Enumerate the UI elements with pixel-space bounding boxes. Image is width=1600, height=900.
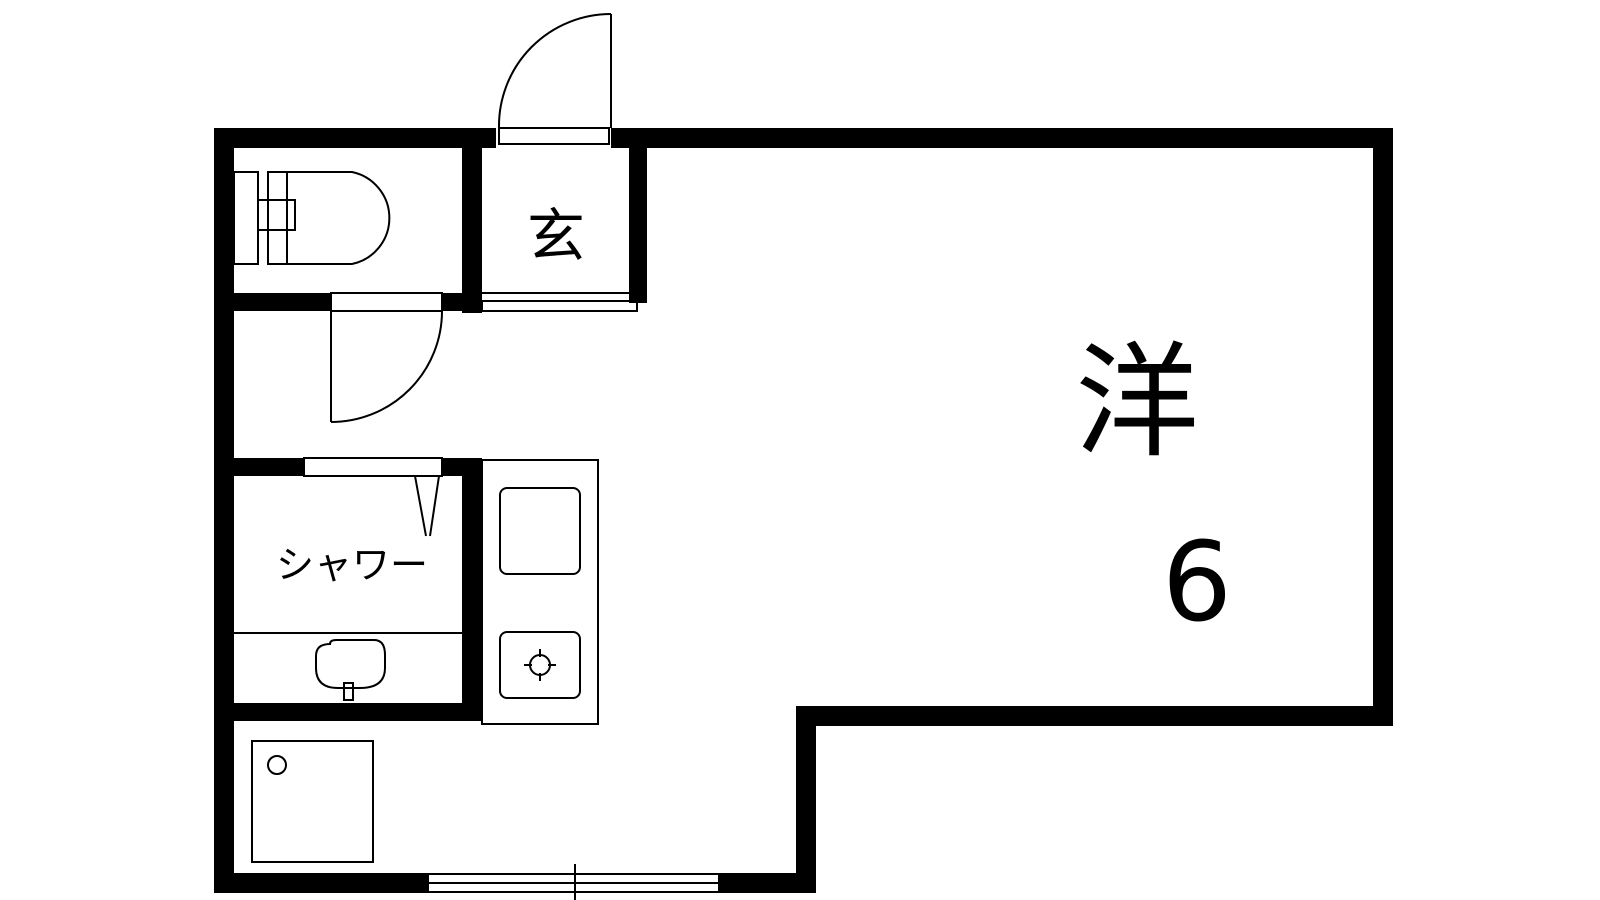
washbasin-icon (234, 632, 462, 701)
western-room-size: 6 (1162, 518, 1232, 646)
shower-door (303, 457, 443, 537)
window (427, 864, 720, 900)
shower-label: シャワー (276, 543, 428, 587)
toilet-door (330, 292, 443, 423)
western-room-label: 洋 (1075, 331, 1199, 475)
entrance-step (481, 292, 638, 312)
interior-walls (234, 148, 647, 721)
fixtures (233, 13, 720, 900)
outer-walls (214, 128, 1393, 893)
entrance-label: 玄 (527, 202, 585, 270)
front-door (497, 13, 612, 145)
washing-machine-space (251, 740, 374, 863)
toilet-icon (233, 171, 391, 265)
kitchen-counter (481, 459, 599, 725)
